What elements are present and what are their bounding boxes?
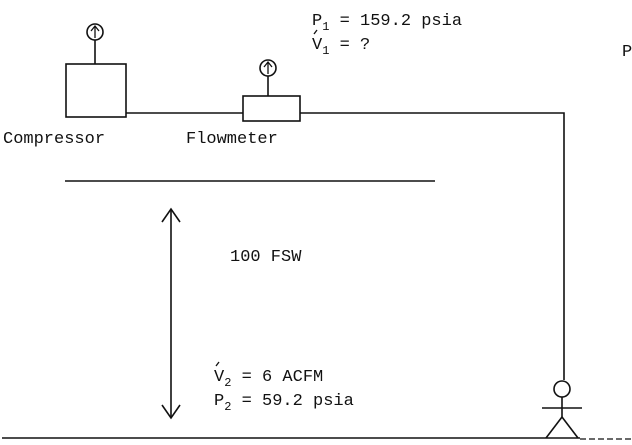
flowmeter-pressure-gauge-icon — [259, 59, 277, 96]
compressor-box — [65, 63, 127, 118]
bottom-flow-label: V2 = 6 ACFM — [214, 368, 323, 390]
supply-hose — [300, 112, 565, 380]
compressor-pressure-gauge-icon — [86, 23, 104, 64]
edge-fragment-label: P — [622, 43, 632, 62]
surface-pressure-label: P1 = 159.2 psia — [312, 12, 462, 34]
depth-label: 100 FSW — [230, 248, 302, 267]
flowmeter-label: Flowmeter — [186, 130, 278, 149]
flowmeter-box — [242, 95, 301, 122]
bottom-pressure-label: P2 = 59.2 psia — [214, 392, 354, 414]
surface-flow-dot-accent — [313, 29, 318, 35]
bottom-flow-dot-accent — [215, 361, 220, 367]
diver-icon — [542, 380, 582, 439]
compressor-label: Compressor — [3, 130, 105, 149]
depth-double-arrow-icon — [161, 207, 181, 420]
surface-flow-label: V1 = ? — [312, 36, 370, 58]
